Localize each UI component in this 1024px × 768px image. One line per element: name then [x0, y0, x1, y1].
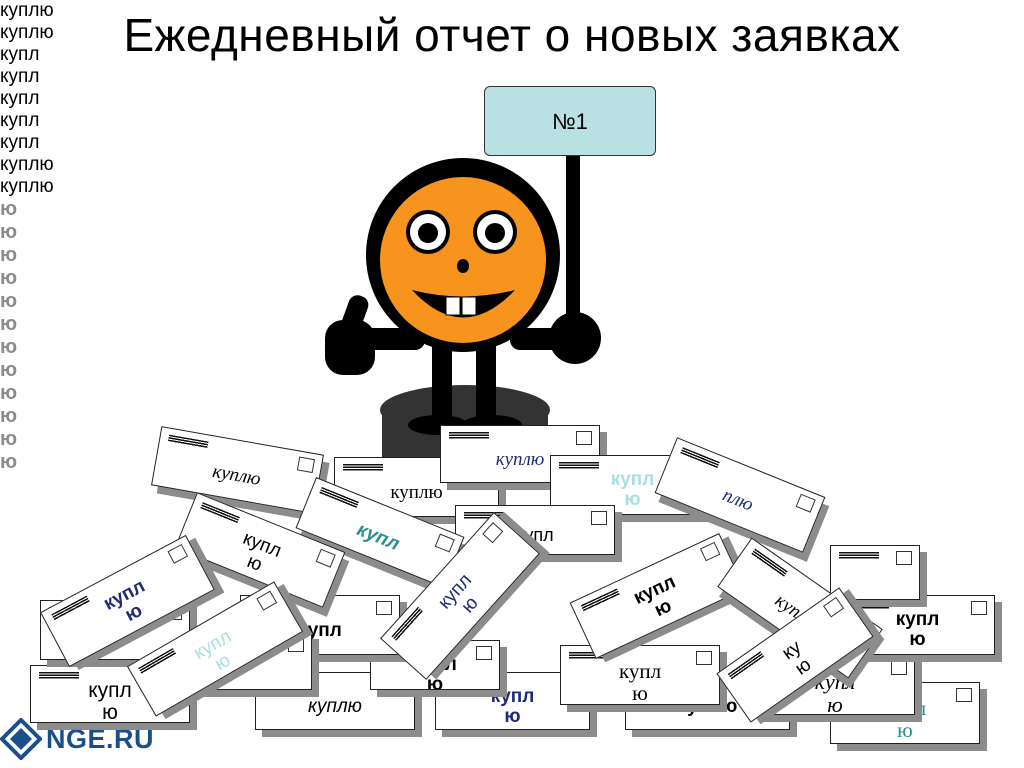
thumbs-up-hand	[325, 295, 375, 375]
slide-title: Ежедневный отчет о новых заявках	[123, 9, 901, 61]
ghost-letter: ю	[0, 198, 18, 220]
address-lines-icon	[569, 652, 609, 659]
ghost-letter: ю	[0, 244, 18, 266]
nose	[457, 259, 469, 273]
ghost-letter: ю	[0, 428, 18, 450]
envelope-label: куплю	[308, 695, 362, 717]
address-lines-icon	[343, 464, 383, 471]
address-lines-icon	[839, 552, 879, 559]
sign-pole	[566, 150, 580, 325]
envelope-label: куплю	[495, 448, 545, 470]
left-eye	[418, 223, 438, 243]
ghost-text: купл	[0, 44, 40, 65]
ghost-text: куплю	[0, 176, 54, 197]
ghost-text: куплю	[0, 22, 54, 43]
ghost-text: купл	[0, 132, 40, 153]
number-sign: №1	[484, 86, 656, 156]
stamp-icon	[434, 533, 455, 553]
stamp-icon	[296, 456, 316, 474]
right-hand	[549, 312, 601, 364]
stamp-icon	[896, 551, 912, 565]
ghost-text: куплю	[0, 0, 54, 21]
address-lines-icon	[449, 432, 489, 439]
left-leg	[432, 328, 452, 423]
stamp-icon	[971, 601, 987, 615]
envelope: купл ю	[560, 645, 727, 712]
address-lines-icon	[167, 434, 209, 449]
sign-text: №1	[552, 109, 588, 134]
right-eye	[485, 223, 505, 243]
envelope-label: куплю	[390, 481, 443, 503]
ghost-letter: ю	[0, 405, 18, 427]
ghost-letter: ю	[0, 290, 18, 312]
envelope-label: купл ю	[610, 469, 655, 510]
ghost-text: купл	[0, 88, 40, 109]
stamp-icon	[476, 646, 492, 660]
envelope-label: купл ю	[618, 659, 662, 705]
ghost-text: купл	[0, 66, 40, 87]
envelope-card: купл ю	[560, 645, 720, 705]
envelope-label: купл ю	[88, 679, 132, 723]
ghost-letter: ю	[0, 382, 18, 404]
stamp-icon	[795, 493, 816, 513]
right-leg	[476, 328, 496, 423]
ghost-text: купл	[0, 110, 40, 131]
stamp-icon	[376, 601, 392, 615]
stamp-icon	[956, 688, 972, 702]
ghost-letter: ю	[0, 313, 18, 335]
envelope	[830, 545, 927, 607]
ghost-letter: ю	[0, 336, 18, 358]
envelope-label: купл ю	[895, 609, 940, 650]
address-lines-icon	[39, 672, 79, 679]
ghost-letter: ю	[0, 359, 18, 381]
address-lines-icon	[559, 462, 599, 469]
ghost-letter: ю	[0, 267, 18, 289]
ghost-letter: ю	[0, 221, 18, 243]
ghost-letter: ю	[0, 451, 18, 473]
stamp-icon	[591, 511, 607, 525]
stamp-icon	[576, 431, 592, 445]
ghost-text: куплю	[0, 154, 54, 175]
address-lines-icon	[464, 512, 504, 519]
stamp-icon	[696, 651, 712, 665]
diamond-logo-icon	[0, 718, 42, 760]
